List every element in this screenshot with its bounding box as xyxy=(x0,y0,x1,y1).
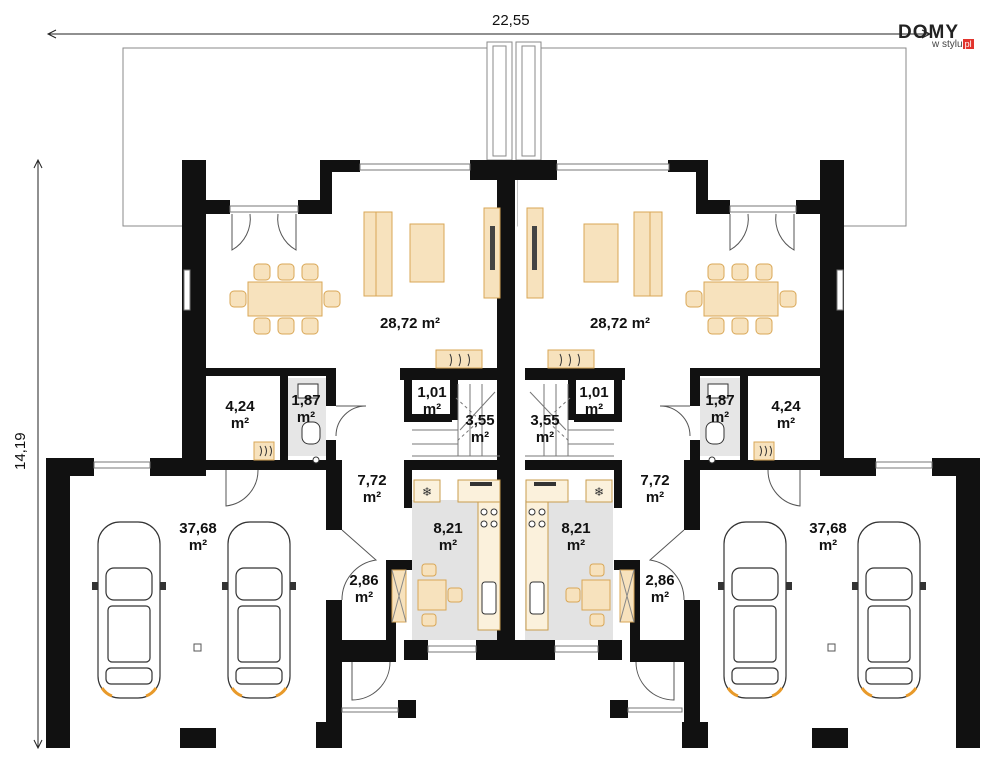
fireplace-icon xyxy=(435,349,494,369)
toilet-icon xyxy=(297,383,321,464)
svg-text:❄: ❄ xyxy=(422,485,432,499)
coffee-table-left xyxy=(409,223,445,283)
sink-icon xyxy=(481,581,497,615)
width-dimension-line xyxy=(46,29,932,39)
room-area-living-right: 28,72 m² xyxy=(589,315,651,332)
sofa-left xyxy=(363,211,393,297)
walls-right xyxy=(515,160,980,748)
depth-dimension: 14,19 xyxy=(12,432,29,470)
kitchen-left: ❄ xyxy=(391,479,501,631)
kitchen-right: ❄ xyxy=(525,479,635,631)
room-area-living-left: 28,72 m² xyxy=(379,315,441,332)
car-icon xyxy=(92,521,166,699)
boiler-icon xyxy=(253,441,275,461)
sink-icon xyxy=(529,581,545,615)
stairs-left xyxy=(412,384,500,457)
toilet-icon xyxy=(705,383,729,464)
car-icon xyxy=(718,521,792,699)
dining-set-left xyxy=(229,263,341,335)
stove-icon xyxy=(480,508,498,528)
sofa-right xyxy=(633,211,663,297)
depth-dimension-line xyxy=(33,158,43,750)
logo-brand: DOMY xyxy=(898,22,959,43)
tv-right xyxy=(532,226,537,270)
stove-icon xyxy=(528,508,546,528)
tv-left xyxy=(490,226,495,270)
car-icon xyxy=(852,521,926,699)
fireplace-icon xyxy=(532,349,595,369)
doors xyxy=(225,213,801,701)
svg-text:❄: ❄ xyxy=(594,485,604,499)
car-icon xyxy=(222,521,296,699)
walls-left xyxy=(46,160,516,748)
stairs-right xyxy=(525,384,614,457)
coffee-table-right xyxy=(583,223,619,283)
dining-set-right xyxy=(685,263,797,335)
boiler-icon xyxy=(753,441,775,461)
width-dimension: 22,55 xyxy=(492,12,530,29)
windows xyxy=(93,163,933,713)
